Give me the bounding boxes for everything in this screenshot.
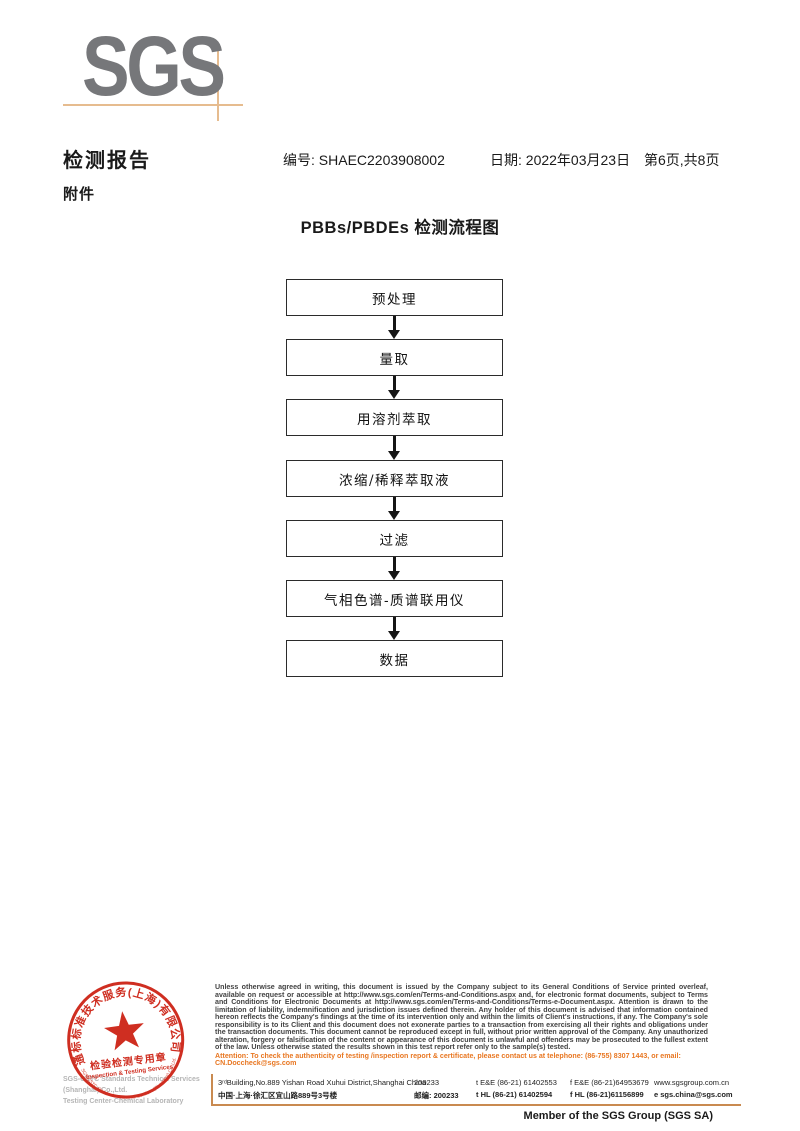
page-indicator: 第6页,共8页 [644,152,720,168]
website: www.sgsgroup.com.cn [654,1078,730,1087]
fax-en: f E&E (86-21)64953679 [570,1078,649,1087]
flow-arrow [388,497,401,520]
flow-arrow [388,436,401,460]
flow-step-pretreatment: 预处理 [286,279,503,316]
address-cn: 中国·上海·徐汇区宜山路889号3号楼 [218,1091,338,1100]
flow-step-measure: 量取 [286,339,503,376]
telephone-cn: t HL (86-21) 61402594 [476,1090,553,1099]
flow-arrow [388,316,401,339]
stamp-star-icon [104,1011,144,1051]
flow-arrow [388,557,401,580]
arrow-stem [393,617,396,632]
attention-text: Attention: To check the authenticity of … [215,1051,681,1067]
arrow-head-icon [388,511,400,520]
email: e sgs.china@sgs.com [654,1090,733,1099]
arrow-stem [393,316,396,331]
company-name-block: SGS-CSTC Standards Technical Services (S… [63,1075,223,1108]
arrow-stem [393,497,396,512]
report-number: 编号: SHAEC2203908002 [283,152,445,168]
arrow-head-icon [388,451,400,460]
logo-crosshair-horizontal [63,104,243,106]
report-date: 日期: 2022年03月23日 [490,152,631,168]
sgs-logo: SGS [82,19,226,113]
report-title: 检测报告 [63,150,151,172]
company-stamp: 通标标准技术服务(上海)有限公司 SGS-CSTC Standards Tech… [51,967,218,1117]
flow-step-solvent-extraction: 用溶剂萃取 [286,399,503,436]
address-divider-vertical [211,1074,213,1106]
attachment-label: 附件 [63,186,96,203]
address-en: 3ʳᵈBuilding,No.889 Yishan Road Xuhui Dis… [218,1078,427,1087]
company-lab-name: Testing Center-Chemical Laboratory [63,1097,184,1105]
postal-code-cn: 邮编: 200233 [414,1091,459,1100]
stamp-seal-icon: 通标标准技术服务(上海)有限公司 SGS-CSTC Standards Tech… [62,978,185,1106]
telephone-en: t E&E (86-21) 61402553 [476,1078,557,1087]
address-row-en: 3ʳᵈBuilding,No.889 Yishan Road Xuhui Dis… [218,1078,729,1087]
flow-arrow [388,617,401,640]
flow-step-data: 数据 [286,640,503,677]
arrow-head-icon [388,330,400,339]
legal-disclaimer: Unless otherwise agreed in writing, this… [215,983,708,1068]
arrow-head-icon [388,390,400,399]
flowchart-title: PBBs/PBDEs 检测流程图 [300,219,500,237]
flow-step-gcms: 气相色谱-质谱联用仪 [286,580,503,617]
flow-arrow [388,376,401,399]
footer-divider-horizontal [211,1104,741,1106]
fax-cn: f HL (86-21)61156899 [570,1090,644,1099]
arrow-head-icon [388,571,400,580]
logo-crosshair-vertical [217,44,219,121]
address-row-cn: 中国·上海·徐汇区宜山路889号3号楼 邮编: 200233 t HL (86-… [218,1090,733,1101]
arrow-head-icon [388,631,400,640]
arrow-stem [393,376,396,391]
flow-step-filter: 过滤 [286,520,503,557]
postal-code-en: 200233 [414,1078,440,1087]
flow-step-concentrate-dilute: 浓缩/稀释萃取液 [286,460,503,497]
company-name-en: SGS-CSTC Standards Technical Services (S… [63,1076,200,1094]
legal-text: Unless otherwise agreed in writing, this… [215,983,708,1051]
arrow-stem [393,436,396,452]
member-of-sgs-group: Member of the SGS Group (SGS SA) [523,1110,713,1122]
arrow-stem [393,557,396,572]
stamp-ring [67,981,185,1099]
